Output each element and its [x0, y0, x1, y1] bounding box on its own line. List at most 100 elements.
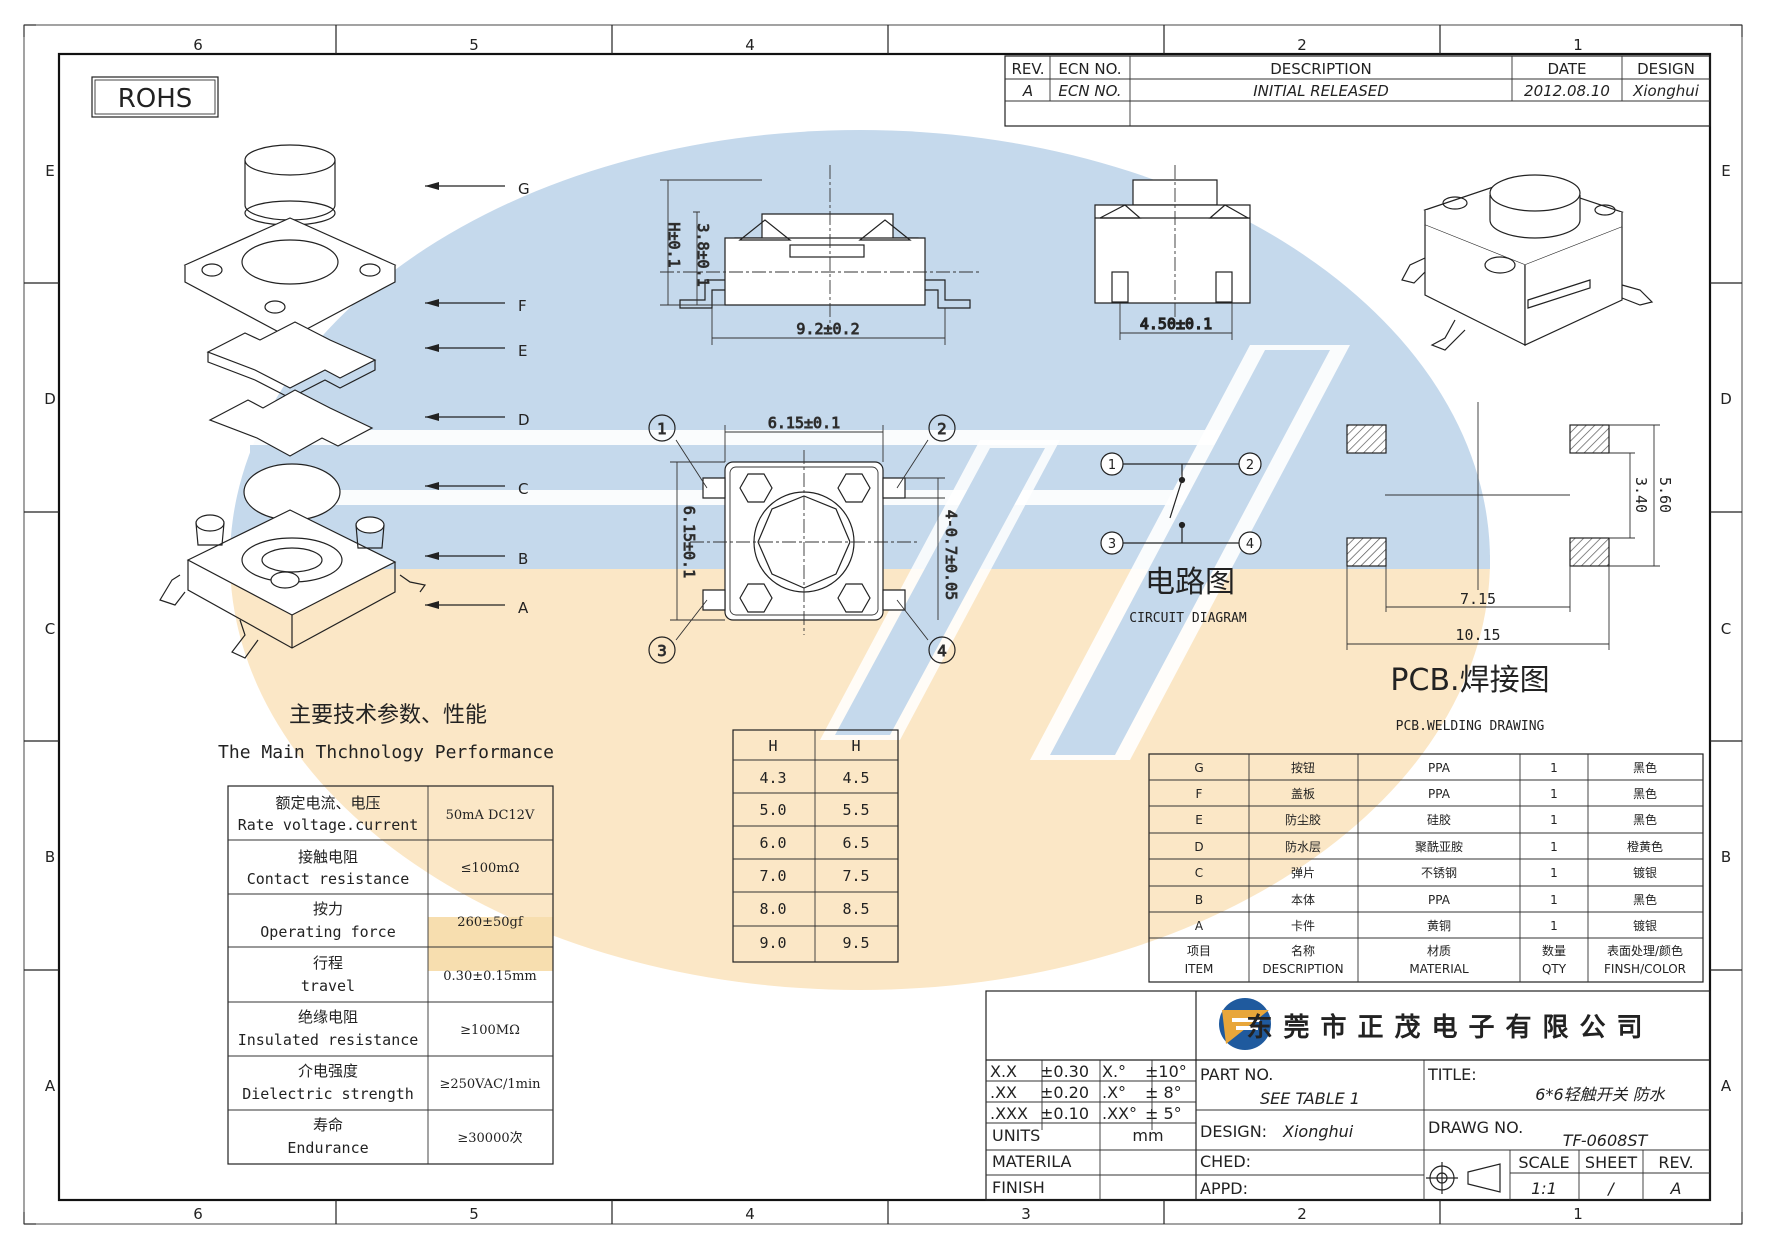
bom-row-7-finish: 镀银 — [1633, 919, 1657, 933]
h-header-1: H — [768, 737, 777, 755]
zone-row-left-2: D — [44, 390, 56, 408]
bom-header-qty-cn: 数量 — [1542, 943, 1566, 958]
bom-row-7-desc: 卡件 — [1291, 919, 1315, 933]
zone-col-bottom-4: 3 — [1021, 1205, 1031, 1223]
perf-row-1-cn: 额定电流、电压 — [275, 794, 380, 812]
bom-row-3-qty: 1 — [1550, 813, 1558, 827]
zone-labels: 6 5 4 2 1 6 5 4 3 2 1 E D C B A E D C B … — [44, 36, 1732, 1223]
zone-col-bottom-1: 6 — [193, 1205, 203, 1223]
bom-row-1-finish: 黑色 — [1633, 761, 1657, 775]
rev-header-desc: DESCRIPTION — [1270, 60, 1372, 78]
bom-row-1-qty: 1 — [1550, 761, 1558, 775]
tol-r3-c1: .XXX — [990, 1104, 1028, 1123]
perf-row-1-value: 50mA DC12V — [446, 808, 535, 823]
pcb-drawing — [1346, 402, 1660, 650]
units-label: UNITS — [992, 1126, 1040, 1145]
title-value: 6*6轻触开关 防水 — [1535, 1085, 1665, 1104]
drawg-value: TF-0608ST — [1563, 1131, 1649, 1150]
tol-r3-c2: ±0.10 — [1040, 1104, 1089, 1123]
zone-row-right-1: E — [1721, 162, 1730, 180]
design-label: DESIGN: — [1200, 1122, 1267, 1141]
perf-row-2-en: Contact resistance — [247, 870, 410, 888]
circuit-labels: 1 2 3 4 电路图 CIRCUIT DIAGRAM — [1108, 458, 1254, 626]
rev-value: A — [1670, 1179, 1682, 1198]
pcb-title-cn: PCB.焊接图 — [1390, 663, 1549, 698]
bom-header-qty-en: QTY — [1542, 962, 1567, 976]
bom-row-2-item: F — [1196, 787, 1203, 801]
exploded-label-d: D — [518, 411, 530, 429]
pcb-dim-10-15: 10.15 — [1455, 626, 1500, 644]
front-view — [660, 165, 980, 330]
h-row-2-a: 5.0 — [759, 801, 786, 819]
bom-row-1-desc: 按钮 — [1291, 760, 1315, 775]
performance-title-en: The Main Thchnology Performance — [218, 742, 554, 763]
bom-row-3-desc: 防尘胶 — [1285, 812, 1321, 827]
h-row-1-b: 4.5 — [842, 769, 869, 787]
scale-value: 1:1 — [1531, 1179, 1557, 1198]
perf-row-7-en: Endurance — [287, 1139, 368, 1157]
zone-row-left-1: E — [45, 162, 54, 180]
rev-row-date: 2012.08.10 — [1524, 82, 1610, 100]
perf-row-7-cn: 寿命 — [313, 1116, 343, 1134]
perf-row-4-en: travel — [301, 977, 355, 995]
isometric-view — [1401, 174, 1654, 351]
zone-row-right-4: B — [1721, 848, 1731, 866]
bom-row-5-finish: 镀银 — [1633, 866, 1657, 880]
rev-header-date: DATE — [1547, 60, 1586, 78]
perf-row-3-cn: 按力 — [313, 900, 343, 918]
dim-9-2: 9.2±0.2 — [796, 320, 859, 338]
tol-r1-c4: ±10° — [1145, 1062, 1187, 1081]
pin-3-label: 3 — [657, 642, 667, 660]
perf-row-6-cn: 介电强度 — [298, 1062, 358, 1080]
h-row-6-a: 9.0 — [759, 934, 786, 952]
bom-row-6-qty: 1 — [1550, 893, 1558, 907]
design-value: Xionghui — [1282, 1122, 1354, 1141]
circuit-diagram — [1100, 452, 1262, 555]
bom-row-7-item: A — [1195, 919, 1204, 933]
perf-row-3-en: Operating force — [260, 923, 395, 941]
zone-col-bottom-3: 4 — [745, 1205, 755, 1223]
tol-r1-c1: X.X — [990, 1062, 1017, 1081]
zone-col-top-1: 6 — [193, 36, 203, 54]
rev-label: REV. — [1658, 1153, 1693, 1172]
exploded-label-c: C — [518, 480, 528, 498]
exploded-label-b: B — [518, 550, 528, 568]
bom-row-5-item: C — [1195, 866, 1203, 880]
pcb-dim-5-60: 5.60 — [1656, 477, 1674, 513]
pcb-title-en: PCB.WELDING DRAWING — [1396, 719, 1545, 734]
perf-row-4-value: 0.30±0.15mm — [443, 969, 536, 984]
h-table: H H 4.3 4.5 5.0 5.5 6.0 6.5 7.0 7.5 8.0 … — [732, 729, 899, 963]
zone-row-right-5: A — [1721, 1077, 1732, 1095]
dim-6-15-side: 6.15±0.1 — [680, 506, 698, 578]
appd-label: APPD: — [1200, 1179, 1248, 1198]
bom-row-3-finish: 黑色 — [1633, 813, 1657, 827]
bom-row-2-qty: 1 — [1550, 787, 1558, 801]
zone-row-left-3: C — [45, 620, 55, 638]
exploded-label-f: F — [518, 297, 527, 315]
circuit-title-en: CIRCUIT DIAGRAM — [1129, 611, 1247, 626]
bom-row-7-mat: 黄铜 — [1427, 918, 1451, 933]
bom-row-1-item: G — [1194, 761, 1203, 775]
top-view — [690, 450, 920, 635]
sheet-label: SHEET — [1585, 1153, 1637, 1172]
ched-label: CHED: — [1200, 1152, 1251, 1171]
bom-header-finish-cn: 表面处理/颜色 — [1607, 943, 1683, 958]
h-header-2: H — [851, 737, 860, 755]
tol-r2-c1: .XX — [990, 1083, 1017, 1102]
rev-row-desc: INITIAL RELEASED — [1253, 82, 1389, 100]
finish-label: FINISH — [992, 1178, 1045, 1197]
bom-header-desc-cn: 名称 — [1291, 943, 1315, 958]
rev-header-rev: REV. — [1012, 60, 1045, 78]
materila-label: MATERILA — [992, 1152, 1072, 1171]
pcb-dim-3-40: 3.40 — [1632, 477, 1650, 513]
circuit-pin-3: 3 — [1108, 537, 1116, 552]
bom-row-3-item: E — [1195, 813, 1203, 827]
bom-header-desc-en: DESCRIPTION — [1262, 962, 1343, 976]
exploded-view — [159, 144, 427, 659]
circuit-pin-2: 2 — [1246, 458, 1254, 473]
sheet-value: / — [1606, 1179, 1615, 1198]
performance-title-cn: 主要技术参数、性能 — [289, 703, 487, 728]
bom-row-2-mat: PPA — [1428, 787, 1451, 801]
side-view: 4.50±0.1 — [1094, 165, 1251, 340]
bom-table: G 按钮 PPA 1 黑色 F 盖板 PPA 1 黑色 E 防尘胶 硅胶 1 黑… — [1148, 753, 1704, 983]
